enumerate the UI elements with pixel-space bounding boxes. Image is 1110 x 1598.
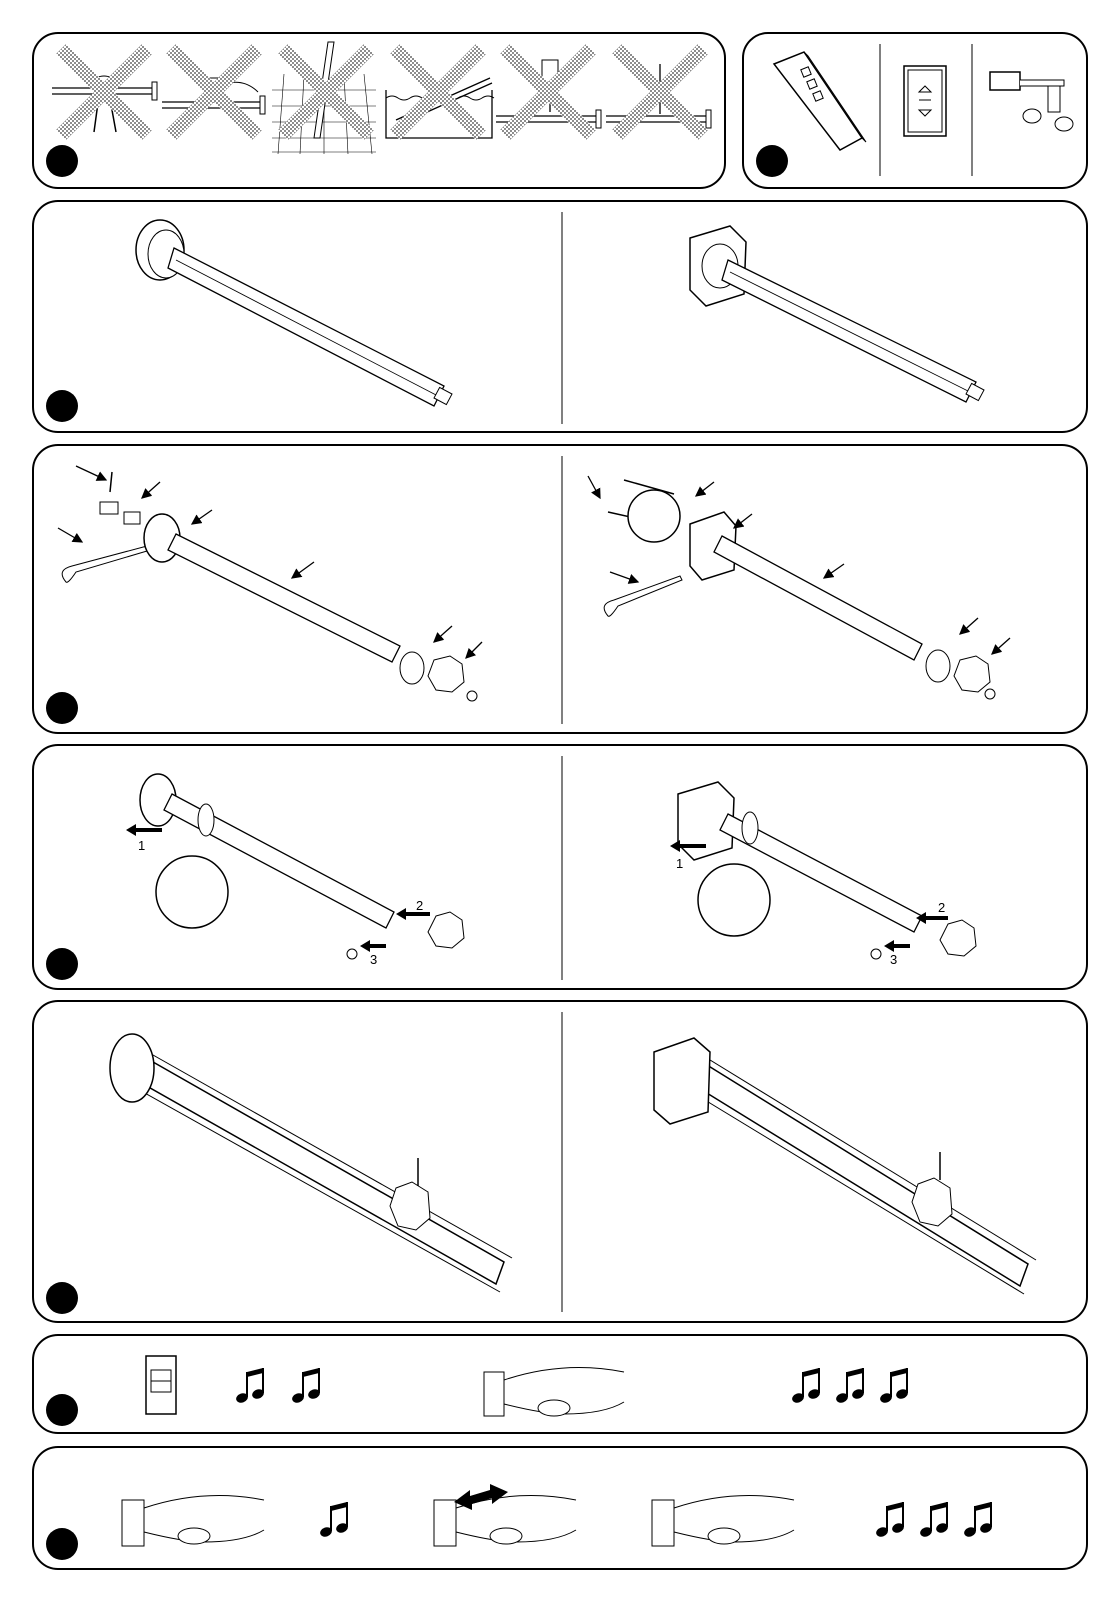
wall-switch-icon (904, 66, 946, 136)
step-badge-7 (46, 1394, 78, 1426)
press-label-1: 1 (138, 838, 145, 853)
press-label-right-1: 1 (676, 856, 683, 871)
tube-right (654, 1038, 1036, 1294)
parts-illustration (34, 446, 1088, 734)
music-note-icon (919, 1502, 949, 1538)
step-badge-1 (46, 145, 78, 177)
program-illustration (34, 1448, 1088, 1570)
beeps-step-3 (875, 1502, 993, 1538)
assembly-left (140, 774, 464, 959)
hand-press-icon (484, 1368, 624, 1417)
motor-square-head (690, 226, 984, 402)
beeps-illustration (34, 1336, 1088, 1434)
panel-tube (32, 1000, 1088, 1323)
panel-motors (32, 200, 1088, 433)
panel-controls (742, 32, 1088, 189)
assembly-right (678, 782, 976, 959)
controls-illustration (744, 34, 1088, 189)
assembly-illustration: 1 2 3 1 2 3 (34, 746, 1088, 990)
tube-left (110, 1034, 512, 1292)
press-label-2: 2 (416, 898, 423, 913)
panel-beeps (32, 1334, 1088, 1434)
music-note-icon (291, 1368, 321, 1404)
music-note-icon (879, 1368, 909, 1404)
hand-press-3 (652, 1496, 794, 1547)
beeps-left (235, 1368, 321, 1404)
beeps-right (791, 1368, 909, 1404)
wall-switch-icon-small (146, 1356, 176, 1414)
warnings-illustration (34, 34, 726, 189)
motors-illustration (34, 202, 1088, 433)
panel-parts (32, 444, 1088, 734)
parts-left (62, 472, 477, 701)
step-badge-8 (46, 1528, 78, 1560)
panel-warnings (32, 32, 726, 189)
hand-press-1 (122, 1496, 264, 1547)
warning-crush-icon (52, 44, 157, 140)
warning-drop-icon (272, 42, 376, 154)
tube-illustration (34, 1002, 1088, 1323)
motor-round-head (136, 220, 452, 406)
warning-drill-icon (496, 44, 601, 140)
press-label-3: 3 (370, 952, 377, 967)
press-label-right-3: 3 (890, 952, 897, 967)
music-note-icon (835, 1368, 865, 1404)
step-badge-6 (46, 1282, 78, 1314)
music-note-icon (791, 1368, 821, 1404)
remote-icon (774, 52, 866, 150)
arrows-left (58, 466, 482, 658)
music-note-icon (875, 1502, 905, 1538)
hand-press-2 (434, 1496, 576, 1547)
step-badge-5 (46, 948, 78, 980)
music-note-icon (235, 1368, 265, 1404)
music-note-icon (963, 1502, 993, 1538)
panel-program (32, 1446, 1088, 1570)
warning-pierce-icon (606, 44, 711, 140)
step-badge-4 (46, 692, 78, 724)
music-note-icon (319, 1502, 349, 1538)
warning-water-icon (386, 44, 494, 140)
panel-assembly: 1 2 3 1 2 3 (32, 744, 1088, 990)
beeps-step-1 (319, 1502, 349, 1538)
press-label-right-2: 2 (938, 900, 945, 915)
warning-impact-icon (162, 44, 265, 140)
parts-right (604, 480, 995, 699)
wind-sensor-icon (990, 72, 1073, 131)
step-badge-3 (46, 390, 78, 422)
step-badge-2 (756, 145, 788, 177)
